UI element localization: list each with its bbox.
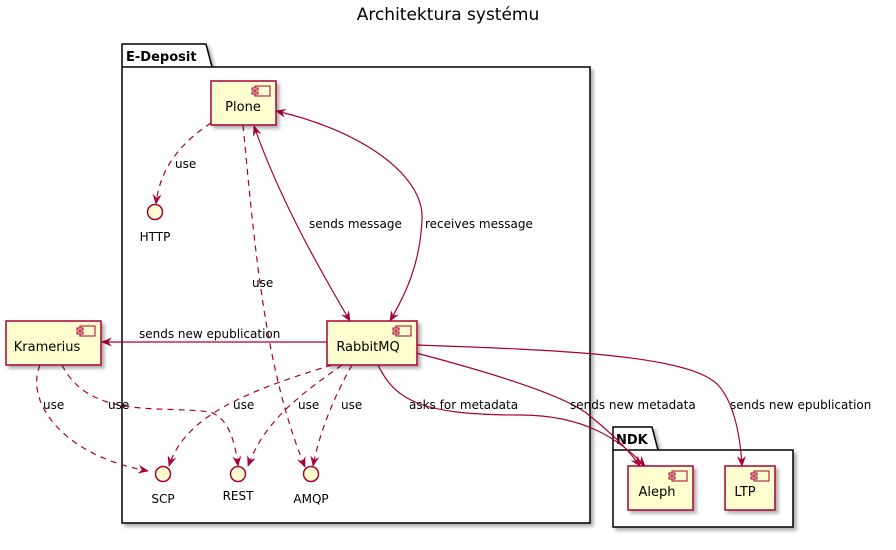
interface-circle-icon — [154, 465, 172, 483]
interface-label-scp: SCP — [151, 492, 174, 506]
edge-label-sends-new-epublication-kramerius: sends new epublication — [139, 327, 280, 341]
edge-rabbitmq-aleph-sends — [415, 352, 641, 467]
edge-kramerius-scp — [36, 364, 149, 474]
edge-label-sends-new-metadata: sends new metadata — [570, 398, 696, 412]
component-icon — [254, 85, 271, 97]
component-icon — [395, 325, 412, 337]
edge-label-plone-http: use — [175, 157, 196, 171]
edge-rabbitmq-ltp — [415, 344, 746, 467]
component-label-kramerius: Kramerius — [14, 340, 81, 355]
edge-rabbitmq-aleph-asks — [377, 364, 646, 467]
component-label-plone: Plone — [225, 100, 261, 115]
edge-label-rabbit-rest: use — [298, 398, 319, 412]
interface-label-amqp: AMQP — [293, 492, 328, 506]
interface-label-rest: REST — [223, 489, 255, 503]
interface-scp: SCP — [151, 465, 175, 506]
component-rabbitmq: RabbitMQ — [326, 320, 418, 366]
package-label-ndk: NDK — [616, 433, 649, 448]
component-icon — [753, 470, 770, 482]
component-plone: Plone — [210, 80, 277, 126]
edge-label-kramerius-rest: use — [108, 398, 129, 412]
edge-plone-amqp — [242, 124, 306, 468]
interface-circle-icon — [146, 203, 164, 221]
interface-rest: REST — [223, 465, 255, 503]
component-icon — [79, 325, 96, 337]
interface-circle-icon — [302, 465, 320, 483]
package-edeposit: E-Deposit — [121, 43, 591, 524]
component-kramerius: Kramerius — [5, 320, 102, 366]
edge-label-asks-for-metadata: asks for metadata — [409, 398, 518, 412]
component-label-ltp: LTP — [734, 485, 755, 500]
edge-label-rabbit-scp: use — [233, 398, 254, 412]
interface-amqp: AMQP — [293, 465, 329, 506]
diagram-title: Architektura systému — [357, 5, 540, 25]
component-label-aleph: Aleph — [639, 485, 676, 500]
edge-label-kramerius-scp: use — [43, 398, 64, 412]
edge-rabbitmq-scp — [167, 364, 333, 467]
interface-label-http: HTTP — [140, 230, 171, 244]
edge-label-receives-message: receives message — [425, 217, 533, 231]
edge-label-plone-amqp: use — [252, 276, 273, 290]
component-icon — [671, 470, 688, 482]
edges — [36, 108, 746, 474]
component-label-rabbitmq: RabbitMQ — [336, 340, 399, 355]
component-aleph: Aleph — [627, 465, 694, 511]
edge-label-rabbit-amqp: use — [341, 398, 362, 412]
edge-rabbitmq-amqp — [310, 364, 353, 467]
edge-label-sends-message: sends message — [309, 217, 402, 231]
edge-plone-http — [152, 122, 212, 205]
edge-labels: use use sends message receives message s… — [43, 157, 871, 412]
component-ltp: LTP — [724, 465, 776, 511]
package-label-edeposit: E-Deposit — [126, 50, 197, 65]
edge-rabbitmq-plone-receives — [275, 108, 423, 322]
edge-rabbitmq-rest — [247, 364, 343, 467]
edge-kramerius-rest — [61, 364, 242, 467]
interface-circle-icon — [229, 465, 247, 483]
edge-label-sends-new-epublication-ltp: sends new epublication — [730, 398, 871, 412]
interface-http: HTTP — [140, 203, 171, 244]
